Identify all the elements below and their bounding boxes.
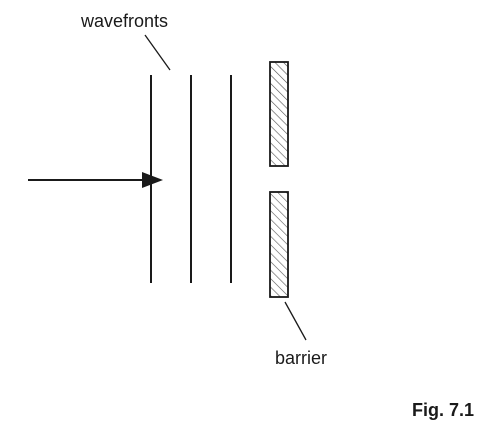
figure-caption: Fig. 7.1 [411,400,474,420]
direction-arrowhead [142,172,163,188]
wavefronts-leader-line [144,34,171,71]
wavefronts-label: wavefronts [81,11,169,31]
barrier-label: barrier [275,348,328,368]
barrier-upper [269,61,289,167]
barrier-leader-line [284,301,307,341]
barrier-lower [269,191,289,298]
